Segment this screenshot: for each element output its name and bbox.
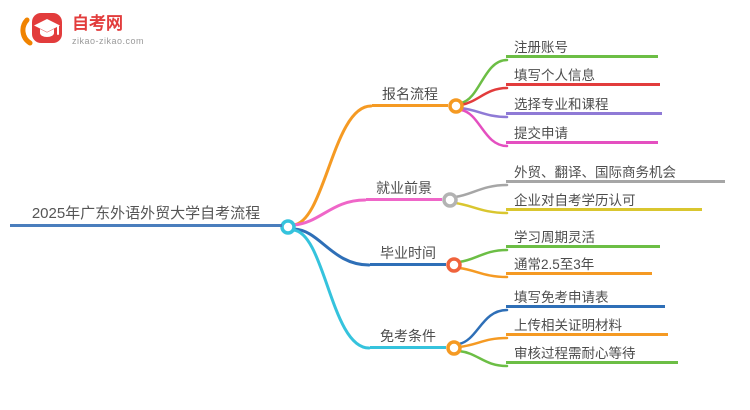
root-hub-dot: [280, 219, 296, 235]
leaf-enterprise-recognition: 企业对自考学历认可: [506, 191, 702, 211]
leaf-register-account: 注册账号: [506, 38, 658, 58]
site-name: 自考网: [72, 14, 123, 33]
leaf-label: 外贸、翻译、国际商务机会: [514, 165, 676, 180]
branch-label: 报名流程: [382, 86, 438, 102]
connector-root-to-branch-2: [292, 227, 371, 267]
leaf-label: 通常2.5至3年: [514, 257, 595, 272]
connector-branch-3-leaf-0: [457, 308, 509, 346]
site-url: zikao-zikao.com: [72, 36, 145, 46]
leaf-fill-exemption-form: 填写免考申请表: [506, 288, 665, 308]
branch-registration-process: 报名流程: [372, 84, 448, 107]
leaf-review-needs-patience: 审核过程需耐心等待: [506, 344, 678, 364]
graduation-cap-icon: [20, 13, 62, 46]
leaf-label: 审核过程需耐心等待: [514, 346, 636, 361]
leaf-trade-translation-business: 外贸、翻译、国际商务机会: [506, 163, 725, 183]
connector-branch-0-leaf-0: [459, 58, 509, 105]
site-logo: 自考网 zikao-zikao.com: [20, 10, 144, 50]
branch-employment-prospects: 就业前景: [366, 178, 442, 201]
leaf-upload-proof-materials: 上传相关证明材料: [506, 316, 668, 336]
root-node-label: 2025年广东外语外贸大学自考流程: [31, 205, 261, 222]
connector-branch-3-leaf-1: [457, 336, 509, 349]
leaf-label: 提交申请: [514, 126, 568, 141]
connector-branch-3-leaf-2: [457, 349, 509, 368]
root-node-exam-process: 2025年广东外语外贸大学自考流程: [10, 204, 282, 227]
leaf-fill-personal-info: 填写个人信息: [506, 66, 660, 86]
connector-branch-1-leaf-1: [453, 201, 509, 215]
connector-root-to-branch-0: [291, 104, 373, 227]
connector-branch-0-leaf-1: [459, 86, 509, 107]
leaf-label: 企业对自考学历认可: [514, 193, 636, 208]
connector-branch-1-leaf-0: [453, 183, 509, 199]
leaf-label: 学习周期灵活: [514, 230, 595, 245]
branch-label: 毕业时间: [380, 245, 436, 261]
leaf-label: 填写免考申请表: [514, 290, 609, 305]
leaf-choose-major-courses: 选择专业和课程: [506, 95, 662, 115]
leaf-label: 注册账号: [514, 40, 568, 55]
leaf-label: 填写个人信息: [514, 68, 595, 83]
leaf-label: 上传相关证明材料: [514, 318, 622, 333]
connector-branch-0-leaf-2: [459, 106, 509, 119]
leaf-submit-application: 提交申请: [506, 124, 658, 144]
branch-label: 就业前景: [376, 180, 432, 196]
branch-graduation-time: 毕业时间: [370, 243, 446, 266]
branch-label: 免考条件: [380, 328, 436, 344]
connector-branch-2-leaf-0: [457, 248, 509, 264]
connector-root-to-branch-3: [291, 228, 371, 350]
branch-1-hub-dot: [442, 192, 458, 208]
leaf-usually-2-5-to-3-years: 通常2.5至3年: [506, 255, 652, 275]
connector-branch-0-leaf-3: [459, 108, 509, 148]
leaf-label: 选择专业和课程: [514, 97, 609, 112]
leaf-flexible-study-period: 学习周期灵活: [506, 228, 660, 248]
branch-0-hub-dot: [448, 98, 464, 114]
branch-exemption-conditions: 免考条件: [370, 326, 446, 349]
branch-2-hub-dot: [446, 257, 462, 273]
connector-branch-2-leaf-1: [457, 266, 509, 279]
site-logo-text: 自考网 zikao-zikao.com: [72, 14, 144, 46]
branch-3-hub-dot: [446, 340, 462, 356]
connector-root-to-branch-1: [292, 198, 367, 227]
